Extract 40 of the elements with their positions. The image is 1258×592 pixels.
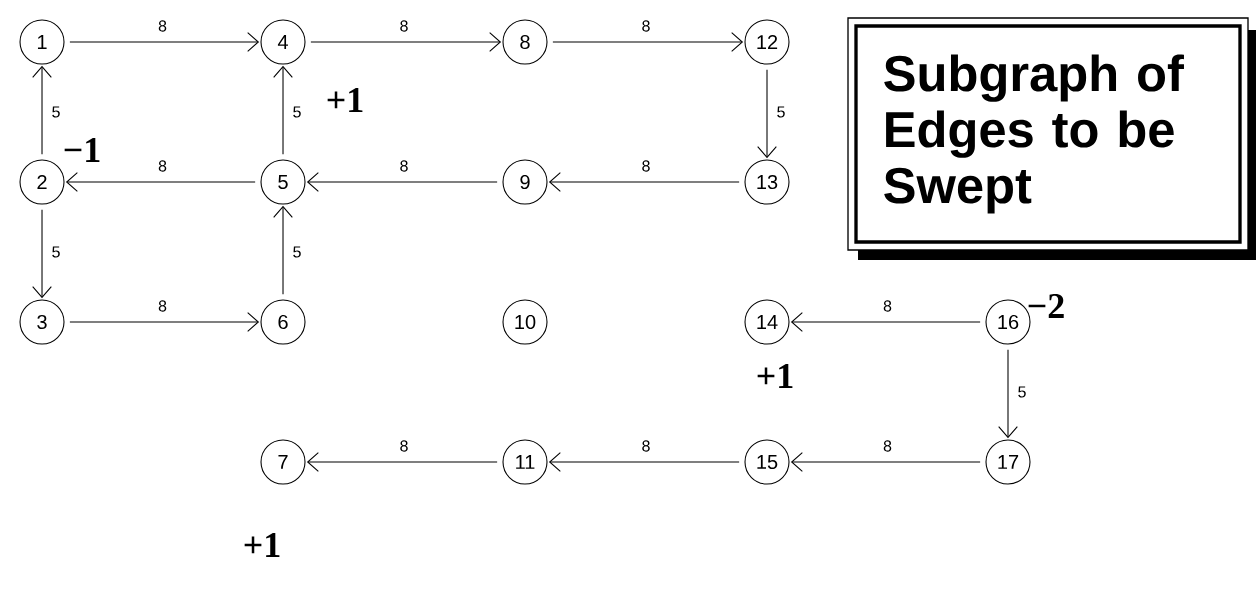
edge-label: 8 bbox=[158, 300, 167, 312]
arrow bbox=[790, 312, 981, 332]
edge-label: 5 bbox=[52, 106, 60, 118]
arrow bbox=[32, 209, 52, 299]
edge-label: 8 bbox=[883, 300, 892, 312]
edge-label: 5 bbox=[293, 106, 301, 118]
edge-label: 5 bbox=[52, 246, 60, 258]
arrow bbox=[273, 65, 293, 155]
edge-label: 8 bbox=[642, 440, 650, 452]
edge-label: 8 bbox=[400, 160, 408, 172]
node-weight: +1 bbox=[757, 364, 793, 388]
edge-label: 5 bbox=[1018, 386, 1026, 398]
edge-label: 8 bbox=[883, 440, 892, 452]
node-weight: −1 bbox=[64, 138, 100, 162]
node-weight: +1 bbox=[327, 88, 363, 112]
arrow bbox=[32, 65, 52, 155]
arrow bbox=[548, 452, 740, 472]
arrow bbox=[69, 32, 260, 52]
node-weight: +1 bbox=[244, 533, 280, 557]
arrow bbox=[998, 349, 1018, 439]
edge-label: 8 bbox=[400, 440, 408, 452]
arrow bbox=[65, 172, 256, 192]
edge-label: 8 bbox=[158, 160, 167, 172]
edge-label: 8 bbox=[400, 20, 408, 32]
edge-label: 5 bbox=[293, 246, 301, 258]
arrow bbox=[757, 69, 777, 159]
title-box: Subgraph of Edges to be Swept bbox=[847, 17, 1256, 260]
edge-label: 5 bbox=[777, 106, 785, 118]
arrow bbox=[306, 172, 498, 192]
edge-label: 8 bbox=[642, 20, 650, 32]
node-weight: −2 bbox=[1028, 294, 1064, 318]
arrow bbox=[790, 452, 981, 472]
edge-label: 8 bbox=[158, 20, 167, 32]
arrow bbox=[552, 32, 744, 52]
arrow bbox=[310, 32, 502, 52]
arrow bbox=[273, 205, 293, 295]
edge-label: 8 bbox=[642, 160, 650, 172]
arrow bbox=[306, 452, 498, 472]
arrow bbox=[69, 312, 260, 332]
arrow bbox=[548, 172, 740, 192]
